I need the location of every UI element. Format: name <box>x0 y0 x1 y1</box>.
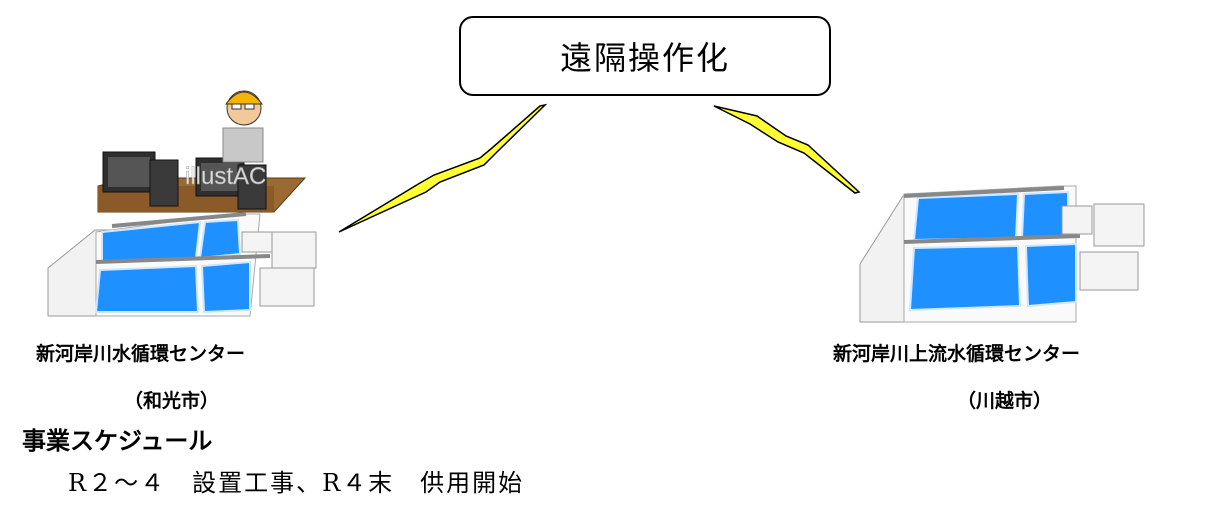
schedule-heading: 事業スケジュール <box>22 427 213 455</box>
remote-operation-title-box: 遠隔操作化 <box>459 16 831 96</box>
right-facility-name: 新河岸川上流水循環センター <box>833 343 1081 365</box>
right-facility-city: （川越市） <box>957 390 1053 412</box>
watermark-text: illustAC <box>185 163 266 190</box>
left-facility-city: （和光市） <box>124 390 220 412</box>
lightning-bolt-right <box>713 105 861 194</box>
treatment-plant-left <box>47 212 317 317</box>
treatment-plant-right <box>859 185 1145 323</box>
lightning-bolt-left <box>338 103 548 233</box>
left-facility-name: 新河岸川水循環センター <box>36 343 246 365</box>
title-text: 遠隔操作化 <box>559 39 730 77</box>
schedule-text: R２～４ 設置工事、R４末 供用開始 <box>68 469 525 497</box>
operator-desk-illustration <box>97 90 307 213</box>
